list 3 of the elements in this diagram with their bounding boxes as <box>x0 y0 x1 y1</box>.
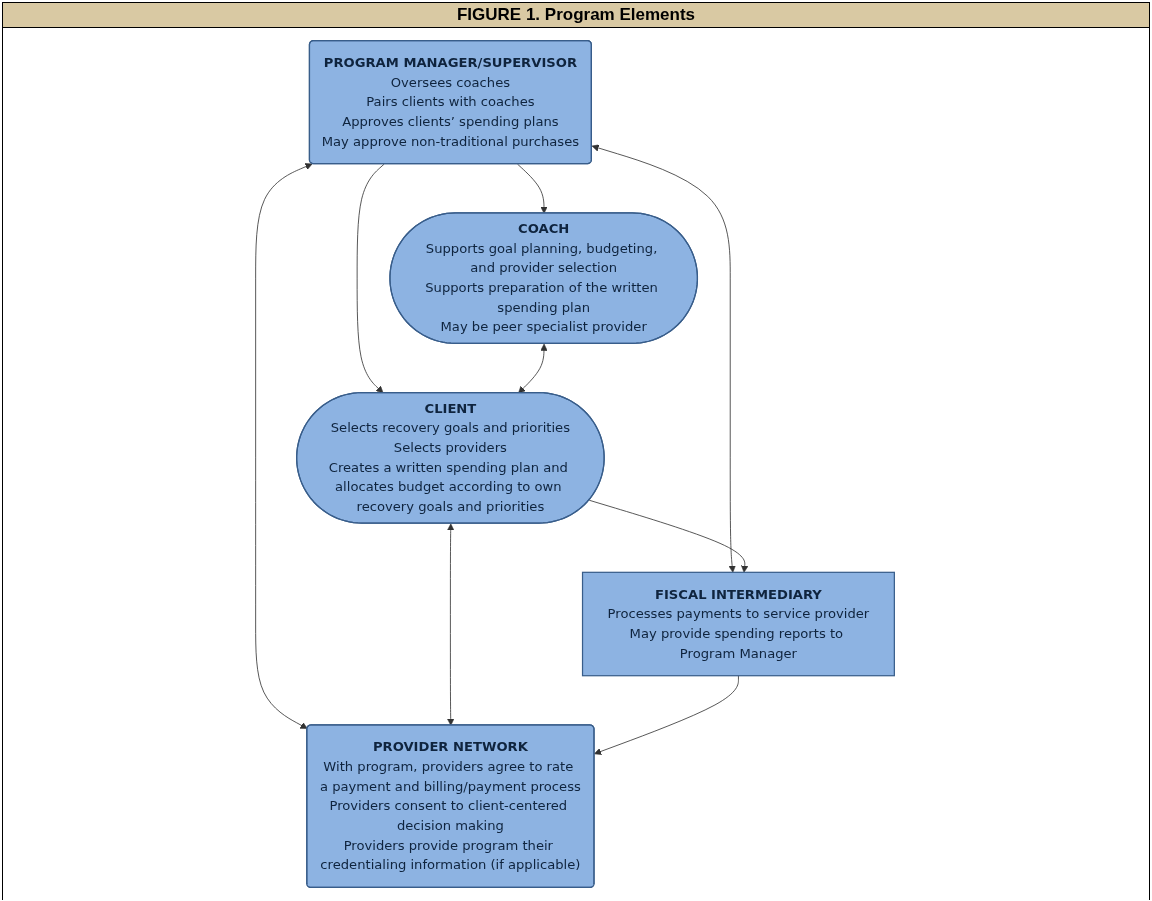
figure-title: FIGURE 1. Program Elements <box>3 3 1149 28</box>
flowchart: PROGRAM MANAGER/SUPERVISOR Oversees coaches Pairs clients with coaches Approves clients’ spending plans May approve non-traditional purchases COACH Supports goal planning, budgeting, and provider selection Supports preparation of the written spending plan May be peer specialist provider CLIENT Selects recovery goals and priorities Selects providers Creates a written spending plan and allocates budget according to own recovery goals and priorities FISCAL INTERMEDIARY Processes payments to service provider May provide spending reports to Program Manager PROVIDER NETWORK With program, providers agree to rate a payment and billing/payment process Providers consent to client-centered decision making Providers provide program their credentialing information (if applicable) <box>10 34 1140 894</box>
node-box <box>581 571 895 677</box>
